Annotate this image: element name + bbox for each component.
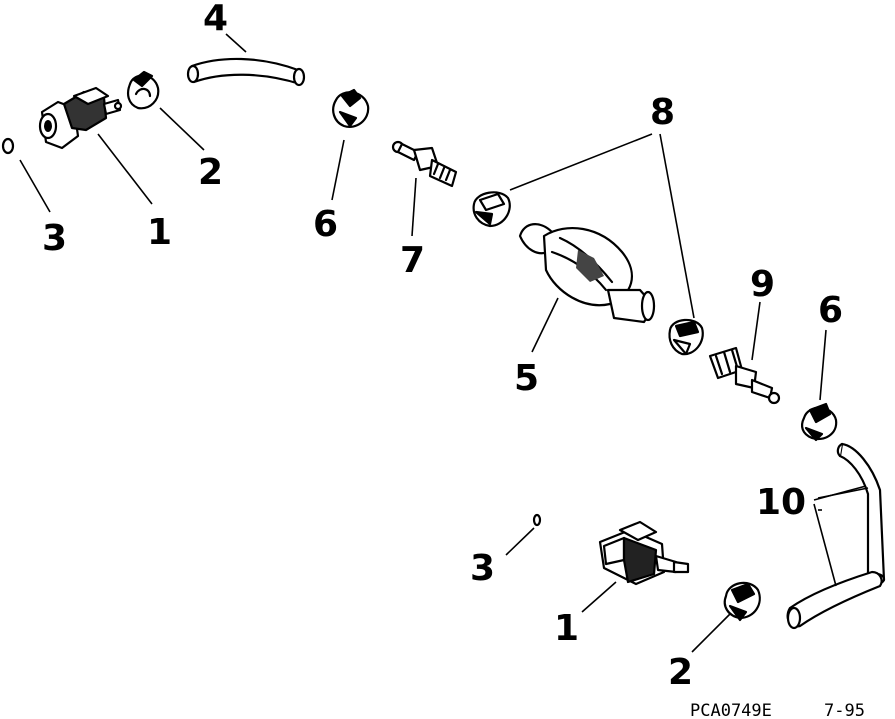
callout-4: 4 bbox=[203, 0, 228, 39]
leader-lines bbox=[19, 33, 869, 653]
fuel-filter bbox=[518, 223, 656, 324]
hose-clamp-upper bbox=[127, 70, 160, 110]
fuel-hose-10-lower bbox=[786, 570, 883, 630]
hose-clamp-lower bbox=[723, 581, 761, 622]
callout-1-upper: 1 bbox=[147, 212, 172, 253]
hose-clamp-8-lower bbox=[668, 318, 704, 356]
callout-5: 5 bbox=[514, 358, 539, 399]
hose-clamp-6-lower bbox=[801, 402, 838, 442]
callout-7: 7 bbox=[400, 240, 425, 281]
callout-1-lower: 1 bbox=[554, 608, 579, 649]
callout-3-upper: 3 bbox=[42, 218, 67, 259]
callout-2-lower: 2 bbox=[668, 652, 693, 693]
fuel-hose-short bbox=[186, 57, 306, 87]
fuel-connector-lower bbox=[598, 520, 690, 586]
callout-6-lower: 6 bbox=[818, 290, 843, 331]
callout-2-upper: 2 bbox=[198, 152, 223, 193]
callout-8: 8 bbox=[650, 92, 675, 133]
fuel-hose-10-upper bbox=[836, 442, 886, 586]
callout-3-lower: 3 bbox=[470, 548, 495, 589]
fuel-connector-upper bbox=[38, 86, 123, 150]
hose-fitting-7 bbox=[391, 140, 458, 188]
hose-fitting-9 bbox=[708, 346, 781, 405]
hose-clamp-8-upper bbox=[472, 191, 511, 228]
callout-10: 10 bbox=[756, 482, 806, 523]
figure-code: PCA0749E bbox=[690, 701, 772, 719]
o-ring-upper bbox=[1, 137, 15, 155]
hose-clamp-6-upper bbox=[332, 88, 370, 128]
callout-6-upper: 6 bbox=[313, 204, 338, 245]
figure-date: 7-95 bbox=[824, 701, 865, 719]
callout-9: 9 bbox=[750, 264, 775, 305]
o-ring-lower bbox=[532, 513, 542, 527]
